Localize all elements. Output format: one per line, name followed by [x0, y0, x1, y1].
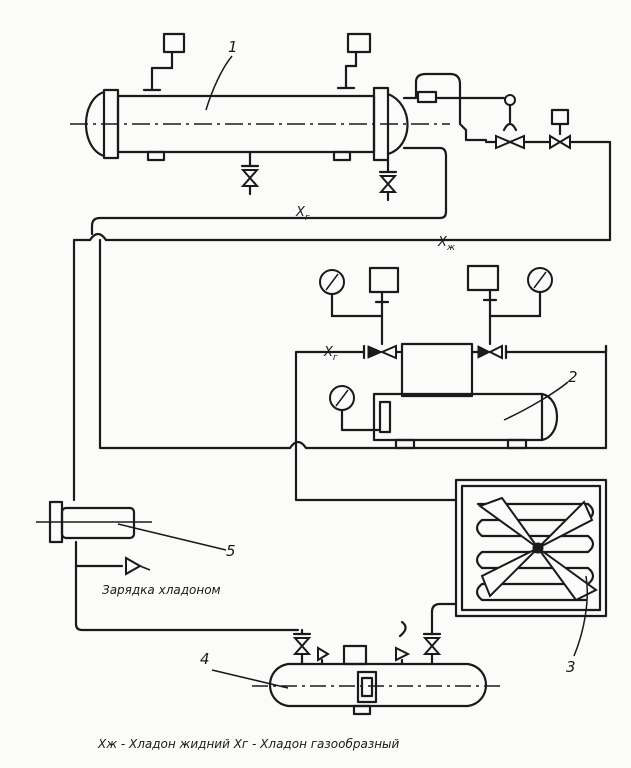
- solenoid-valve: [549, 108, 571, 150]
- suction-line: [294, 350, 366, 450]
- receiver-outlet-valve: [422, 622, 442, 666]
- safety-valve-right: [395, 620, 411, 666]
- label-3: 3: [566, 658, 576, 676]
- legend: Хж - Хладон жидний Хг - Хладон газообраз…: [97, 737, 400, 751]
- receiver: [211, 644, 500, 716]
- gauge-right-top: [488, 267, 553, 318]
- drain-valve-right: [378, 158, 398, 202]
- gauge-left-top: [319, 269, 384, 318]
- charging-pipe: [74, 540, 300, 632]
- flow-gas-top: Хг: [295, 205, 310, 223]
- liquid-line-right: [458, 140, 612, 242]
- label-2: 2: [568, 368, 578, 386]
- gas-return-pipe: [90, 146, 448, 236]
- regulating-valve: [495, 122, 525, 150]
- condenser-outlet-pipe: [402, 72, 488, 142]
- pressure-switch-compressor-left: [368, 266, 400, 346]
- cooler-to-receiver: [430, 602, 458, 626]
- charging-label: Зарядка хладоном: [102, 583, 221, 597]
- pressure-switch-left: [142, 32, 186, 92]
- safety-valve-left: [317, 646, 330, 666]
- pressure-switch-compressor-right: [466, 264, 500, 346]
- discharge-valve: [477, 344, 508, 360]
- loop-left: [98, 238, 608, 450]
- pressure-switch-right: [336, 32, 372, 90]
- crossover-top: [88, 232, 108, 242]
- label-4: 4: [200, 650, 210, 668]
- drain-valve-left: [240, 150, 260, 196]
- heat-exchanger: [36, 500, 227, 551]
- condenser: [70, 55, 450, 162]
- suction-valve: [362, 344, 397, 360]
- receiver-inlet-valve: [292, 628, 312, 666]
- discharge-to-cooler: [294, 446, 458, 502]
- oil-gauge: [329, 385, 382, 432]
- compressor: [372, 342, 569, 450]
- label-1: 1: [228, 38, 238, 56]
- flow-liquid: Хж: [437, 235, 456, 253]
- label-5: 5: [226, 542, 236, 560]
- air-cooler: [454, 478, 608, 657]
- flow-suction: Хг: [323, 345, 338, 363]
